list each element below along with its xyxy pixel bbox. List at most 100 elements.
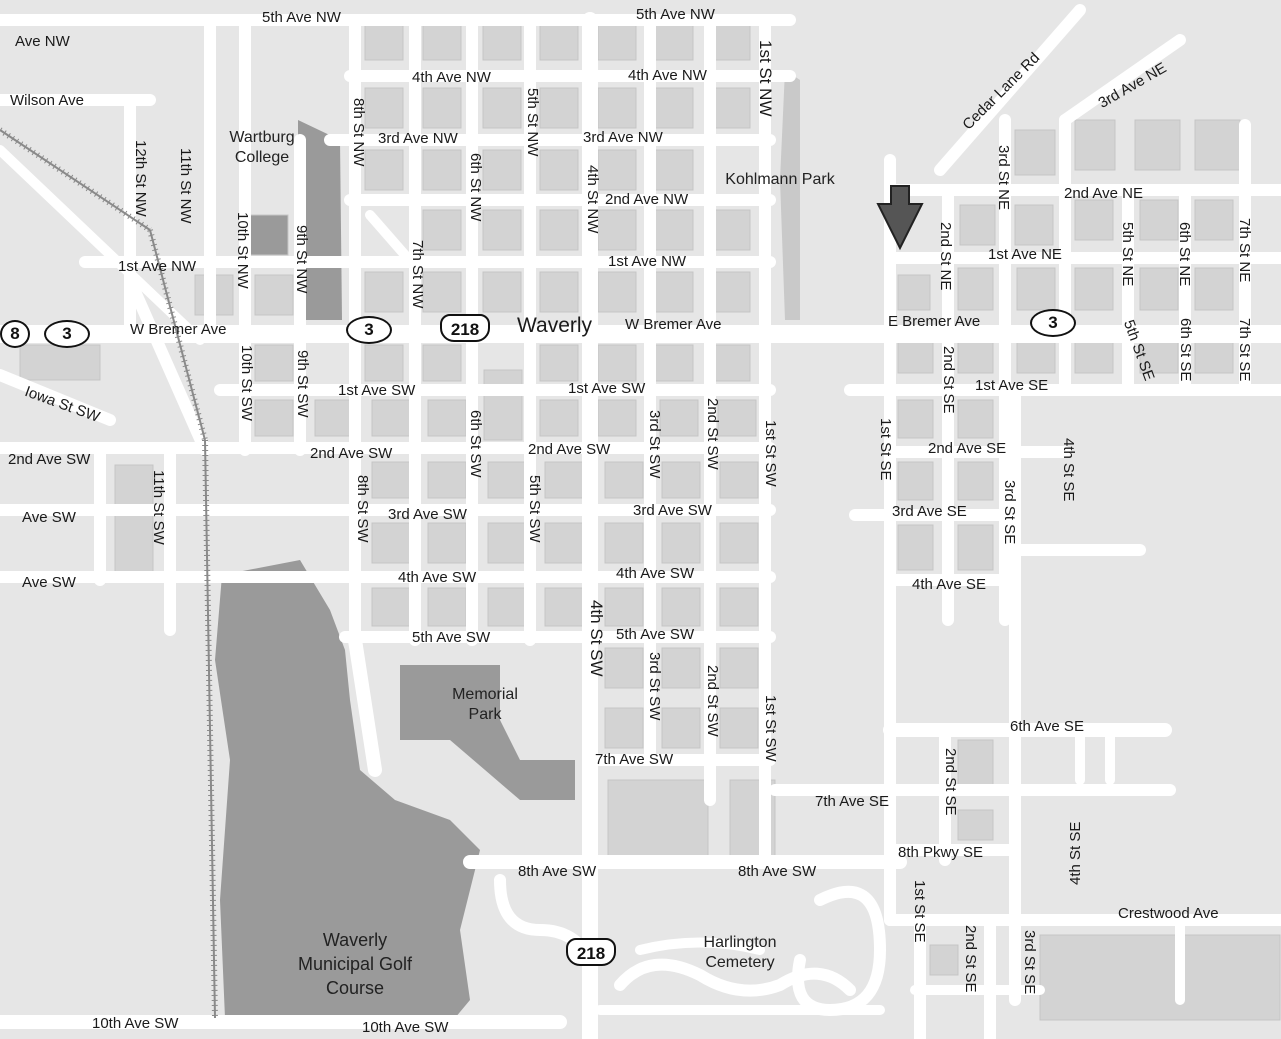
street-label: 2nd St SE <box>942 748 959 816</box>
street-label: 7th Ave SW <box>595 751 674 768</box>
kohlmann-park-label[interactable]: Kohlmann Park <box>725 171 835 188</box>
street-label: 3rd Ave SW <box>633 502 712 519</box>
street-label: 2nd St NE <box>937 222 954 291</box>
street-label: 6th St SW <box>467 410 484 478</box>
street-label: Crestwood Ave <box>1118 905 1219 922</box>
campus-area <box>298 120 342 320</box>
golf-course-area <box>215 560 480 1018</box>
street-label: 4th St SE <box>1067 821 1084 885</box>
street-label: E Bremer Ave <box>888 313 981 330</box>
street-label: 7th St SE <box>1236 318 1253 382</box>
street-label: 12th St NW <box>132 140 149 217</box>
street-label: 10th Ave SW <box>92 1015 179 1032</box>
street-label: 4th St SW <box>587 600 606 677</box>
street-label: Ave NW <box>15 33 70 50</box>
street-label: 5th Ave NW <box>262 9 341 26</box>
street-label: 6th St NW <box>467 153 484 222</box>
street-label: 1st St NW <box>756 40 775 117</box>
street-label: 2nd St SW <box>704 398 721 470</box>
street-label: W Bremer Ave <box>130 321 227 338</box>
parks-layer <box>215 70 800 1018</box>
street-label: 5th St NE <box>1119 222 1136 287</box>
street-label: 10th St SW <box>238 345 255 421</box>
street-label: Ave SW <box>22 509 76 526</box>
street-label: 2nd Ave NW <box>605 191 689 208</box>
memorial-park-area <box>400 665 575 800</box>
street-label: 3rd St SW <box>646 410 663 479</box>
memorial-park-label[interactable]: Memorial Park <box>452 686 518 723</box>
street-label: 8th Pkwy SE <box>898 844 984 861</box>
us-route-shield-south: 218 <box>566 938 616 966</box>
street-label: 7th Ave SE <box>815 793 889 810</box>
street-label: 8th Ave SW <box>518 863 597 880</box>
street-label: 1st St SE <box>877 418 894 481</box>
state-route-shield-center: 3 <box>346 316 392 344</box>
street-label: 5th Ave SW <box>616 626 695 643</box>
street-label: 2nd Ave SW <box>528 441 611 458</box>
street-label: 1st Ave SW <box>338 382 416 399</box>
street-label: 2nd St SW <box>704 665 721 737</box>
street-label: 2nd St SE <box>962 925 979 993</box>
street-label: 10th St NW <box>234 212 251 289</box>
street-label: 4th Ave SW <box>616 565 695 582</box>
street-label: 4th St NW <box>584 165 601 234</box>
state-route-shield-east: 3 <box>1030 309 1076 337</box>
street-label: 5th Ave SW <box>412 629 491 646</box>
street-label: 2nd Ave SW <box>310 445 393 462</box>
street-label: 3rd Ave SW <box>388 506 467 523</box>
street-label: W Bremer Ave <box>625 316 722 333</box>
railroad <box>0 127 218 1019</box>
kohlmann-park-water <box>780 70 800 320</box>
street-label: 3rd St SW <box>646 652 663 721</box>
streets-layer <box>0 4 1281 1039</box>
street-label: 4th Ave SE <box>912 576 986 593</box>
street-label: 3rd St NE <box>995 145 1012 211</box>
street-label: 8th Ave SW <box>738 863 817 880</box>
street-label: 4th Ave SW <box>398 569 477 586</box>
street-label: 9th St SW <box>294 350 311 418</box>
us-route-shield-north: 218 <box>440 314 490 342</box>
blocks-layer <box>19 19 1281 1021</box>
street-label: 2nd Ave SW <box>8 451 91 468</box>
street-label: 2nd Ave NE <box>1064 185 1143 202</box>
route-shield-partial: 8 <box>0 320 30 348</box>
street-label: 3rd St SE <box>1001 480 1018 545</box>
street-label: 2nd Ave SE <box>928 440 1007 457</box>
street-label: 4th St SE <box>1060 438 1077 502</box>
street-label: 3rd St SE <box>1021 930 1038 995</box>
street-label: 2nd St SE <box>940 346 957 414</box>
state-route-shield-west: 3 <box>44 320 90 348</box>
street-label: 1st Ave SE <box>975 377 1049 394</box>
golf-course-label[interactable]: Waverly Municipal Golf Course <box>297 930 413 998</box>
street-label: 11th St NW <box>177 148 194 224</box>
street-label: 4th Ave NW <box>628 67 707 84</box>
street-label: 8th St SW <box>354 475 371 543</box>
street-label: 3rd Ave SE <box>892 503 967 520</box>
street-label: 1st Ave NW <box>118 258 197 275</box>
street-label: 7th St NE <box>1236 218 1253 283</box>
location-arrow-icon <box>876 185 924 251</box>
street-label: 1st St SE <box>911 880 928 943</box>
wartburg-college-label[interactable]: Wartburg College <box>229 129 295 166</box>
harlington-cemetery-label[interactable]: Harlington Cemetery <box>703 934 777 971</box>
street-label: 6th St NE <box>1176 222 1193 287</box>
street-label: 6th Ave SE <box>1010 718 1084 735</box>
city-label: Waverly <box>517 314 593 337</box>
street-label: 4th Ave NW <box>412 69 491 86</box>
street-label: 1st St SW <box>762 420 779 487</box>
street-label: Ave SW <box>22 574 76 591</box>
street-label: 9th St NW <box>293 225 310 294</box>
street-label: 1st St SW <box>762 695 779 762</box>
street-label: 3rd Ave NW <box>378 130 458 147</box>
street-label: 6th St SE <box>1177 318 1194 382</box>
street-label: 5th St NW <box>524 88 541 157</box>
street-label: 5th Ave NW <box>636 6 715 23</box>
street-label: 8th St NW <box>350 98 367 167</box>
street-label: 10th Ave SW <box>362 1019 449 1036</box>
street-label: 1st Ave SW <box>568 380 646 397</box>
street-label: 5th St SW <box>526 475 543 543</box>
street-label: 11th St SW <box>150 470 167 545</box>
street-label: 1st Ave NW <box>608 253 687 270</box>
